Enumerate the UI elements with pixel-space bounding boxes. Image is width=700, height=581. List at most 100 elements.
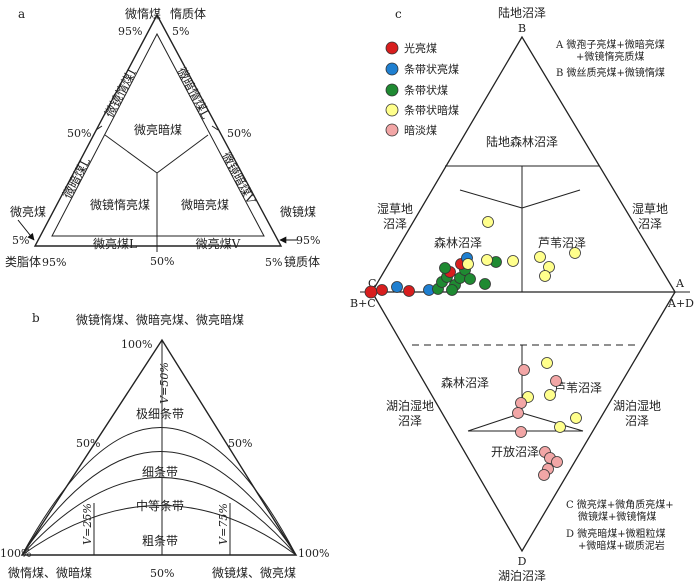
region-c-lower-left-1: 湖泊湿地 bbox=[386, 398, 434, 413]
legend-label-4: 条带状暗煤 bbox=[404, 103, 459, 117]
apex-a-top-sub: 微惰煤 bbox=[125, 7, 161, 21]
panel-a: a 微惰煤 惰质体 95% 5% 50% 50% 50% 微亮煤 5% 类脂体 … bbox=[5, 7, 320, 269]
region-c-lower-forest: 森林沼泽 bbox=[441, 375, 489, 390]
bottom-a-right: 微亮煤V bbox=[196, 236, 241, 251]
pct-a-top-left: 95% bbox=[118, 25, 142, 38]
point-bright-coal bbox=[403, 285, 415, 297]
panel-c-top: 陆地沼泽 bbox=[498, 5, 546, 20]
vertex-A: A bbox=[675, 277, 685, 290]
pct-b-right: 100% bbox=[298, 547, 329, 560]
point-dull-coal bbox=[518, 364, 530, 376]
pct-a-left-low: 5% bbox=[12, 234, 29, 247]
apex-a-left-pct: 95% bbox=[42, 256, 66, 269]
panel-c: c 陆地沼泽 B C B+C A A+D D 湖泊沼泽 陆地森林沼泽 湿草地 沼… bbox=[350, 5, 694, 581]
legend-swatch-1 bbox=[385, 41, 399, 55]
apex-a-right-sub: 微镜煤 bbox=[280, 204, 316, 219]
point-banded-dull bbox=[554, 421, 566, 433]
tick-a-left bbox=[95, 125, 103, 131]
vertex-C: C bbox=[368, 277, 376, 290]
panel-b-title: 微镜惰煤、微暗亮煤、微亮暗煤 bbox=[76, 312, 244, 327]
region-c-lower-open: 开放沼泽 bbox=[491, 444, 539, 459]
divider-a-2 bbox=[156, 134, 209, 174]
line-c-upper-r bbox=[521, 189, 581, 209]
points-upper bbox=[364, 216, 581, 299]
band-b-2: 细条带 bbox=[142, 465, 178, 479]
point-banded bbox=[439, 262, 451, 274]
apex-a-top-label: 惰质体 bbox=[170, 7, 206, 21]
panel-c-letter: c bbox=[395, 7, 402, 21]
line-c-upper-l bbox=[459, 189, 523, 209]
note-C-1: C 微亮煤+微角质亮煤+ bbox=[566, 498, 674, 511]
legend-swatch-5 bbox=[385, 123, 399, 137]
apex-a-right-pct: 5% bbox=[265, 256, 282, 269]
legend-label-1: 光亮煤 bbox=[404, 41, 437, 55]
point-banded-dull bbox=[544, 389, 556, 401]
point-banded-dull bbox=[507, 255, 519, 267]
point-banded-dull bbox=[539, 270, 551, 282]
region-c-upper-reed: 芦苇沼泽 bbox=[538, 236, 586, 250]
legend-swatch-3 bbox=[385, 83, 399, 97]
pct-a-right-low: 95% bbox=[296, 234, 320, 247]
region-a-top: 微亮暗煤 bbox=[134, 122, 182, 137]
band-b-4: 粗条带 bbox=[142, 534, 178, 548]
pct-b-left-mid: 50% bbox=[76, 437, 100, 450]
point-dull-coal bbox=[538, 469, 550, 481]
point-banded bbox=[479, 278, 491, 290]
point-banded-dull bbox=[569, 247, 581, 259]
region-c-lower-left-2: 沼泽 bbox=[398, 414, 422, 428]
arrow-a-left bbox=[17, 219, 35, 241]
pct-b-bottom-mid: 50% bbox=[150, 567, 174, 580]
curve-b-3 bbox=[21, 477, 297, 556]
legend-swatch-4 bbox=[385, 103, 399, 117]
apex-a-left-sub: 微亮煤 bbox=[10, 204, 46, 219]
pct-a-top-right: 5% bbox=[172, 25, 189, 38]
vertex-AD: A+D bbox=[667, 297, 694, 310]
apex-a-left-label: 类脂体 bbox=[5, 254, 41, 269]
legend-swatch-2 bbox=[385, 62, 399, 76]
apex-a-right-label: 镜质体 bbox=[284, 254, 320, 269]
region-c-upper-right-1: 湿草地 bbox=[632, 201, 668, 216]
edge-a-left-upper: 微镜惰煤I bbox=[101, 66, 139, 120]
point-banded-dull bbox=[462, 258, 474, 270]
vertex-B: B bbox=[518, 22, 526, 35]
region-c-lower-reed: 芦苇沼泽 bbox=[554, 381, 602, 395]
point-bright-coal bbox=[364, 285, 378, 299]
legend-label-3: 条带状煤 bbox=[404, 83, 448, 97]
label-b-v50: V=50% bbox=[158, 362, 171, 404]
pct-a-bottom-mid: 50% bbox=[150, 255, 174, 268]
vertex-BC: B+C bbox=[350, 297, 376, 310]
pct-b-right-mid: 50% bbox=[228, 437, 252, 450]
point-banded-dull bbox=[482, 216, 494, 228]
note-A-2: +微镜惰亮质煤 bbox=[576, 50, 644, 63]
region-c-lower-right-1: 湖泊湿地 bbox=[613, 398, 661, 413]
point-banded-bright bbox=[391, 281, 403, 293]
legend: 光亮煤 条带状亮煤 条带状煤 条带状暗煤 暗淡煤 bbox=[385, 41, 459, 137]
pct-a-right-mid: 50% bbox=[227, 127, 251, 140]
note-C-2: 微镜煤+微镜惰煤 bbox=[578, 510, 656, 523]
bottom-b-right: 微镜煤、微亮煤 bbox=[212, 565, 296, 580]
panel-b-letter: b bbox=[32, 311, 40, 325]
note-D-1: D 微亮暗煤+微粗粒煤 bbox=[566, 527, 666, 540]
point-dull-coal bbox=[550, 375, 562, 387]
label-b-v75: V=75% bbox=[217, 503, 230, 545]
note-D-2: +微暗煤+碳质泥岩 bbox=[578, 539, 665, 552]
points-lower bbox=[512, 357, 582, 481]
panel-c-bottom: 湖泊沼泽 bbox=[498, 568, 546, 581]
point-banded-dull bbox=[570, 412, 582, 424]
band-b-1: 极细条带 bbox=[136, 407, 184, 421]
triangle-a-outer bbox=[33, 13, 283, 247]
point-banded-dull bbox=[534, 251, 546, 263]
point-dull-coal bbox=[551, 456, 563, 468]
point-dull-coal bbox=[515, 426, 527, 438]
region-c-upper-forest: 森林沼泽 bbox=[434, 235, 482, 250]
point-banded bbox=[446, 284, 458, 296]
tick-a-right bbox=[211, 125, 219, 131]
region-c-lower-right-2: 沼泽 bbox=[625, 414, 649, 428]
bottom-b-left: 微惰煤、微暗煤 bbox=[8, 565, 92, 580]
vertex-D: D bbox=[518, 555, 527, 568]
region-c-upper-left-1: 湿草地 bbox=[377, 201, 413, 216]
region-a-left: 微镜惰亮煤 bbox=[90, 197, 150, 212]
bottom-a-left: 微亮煤L bbox=[93, 236, 137, 251]
band-b-3: 中等条带 bbox=[136, 498, 184, 513]
